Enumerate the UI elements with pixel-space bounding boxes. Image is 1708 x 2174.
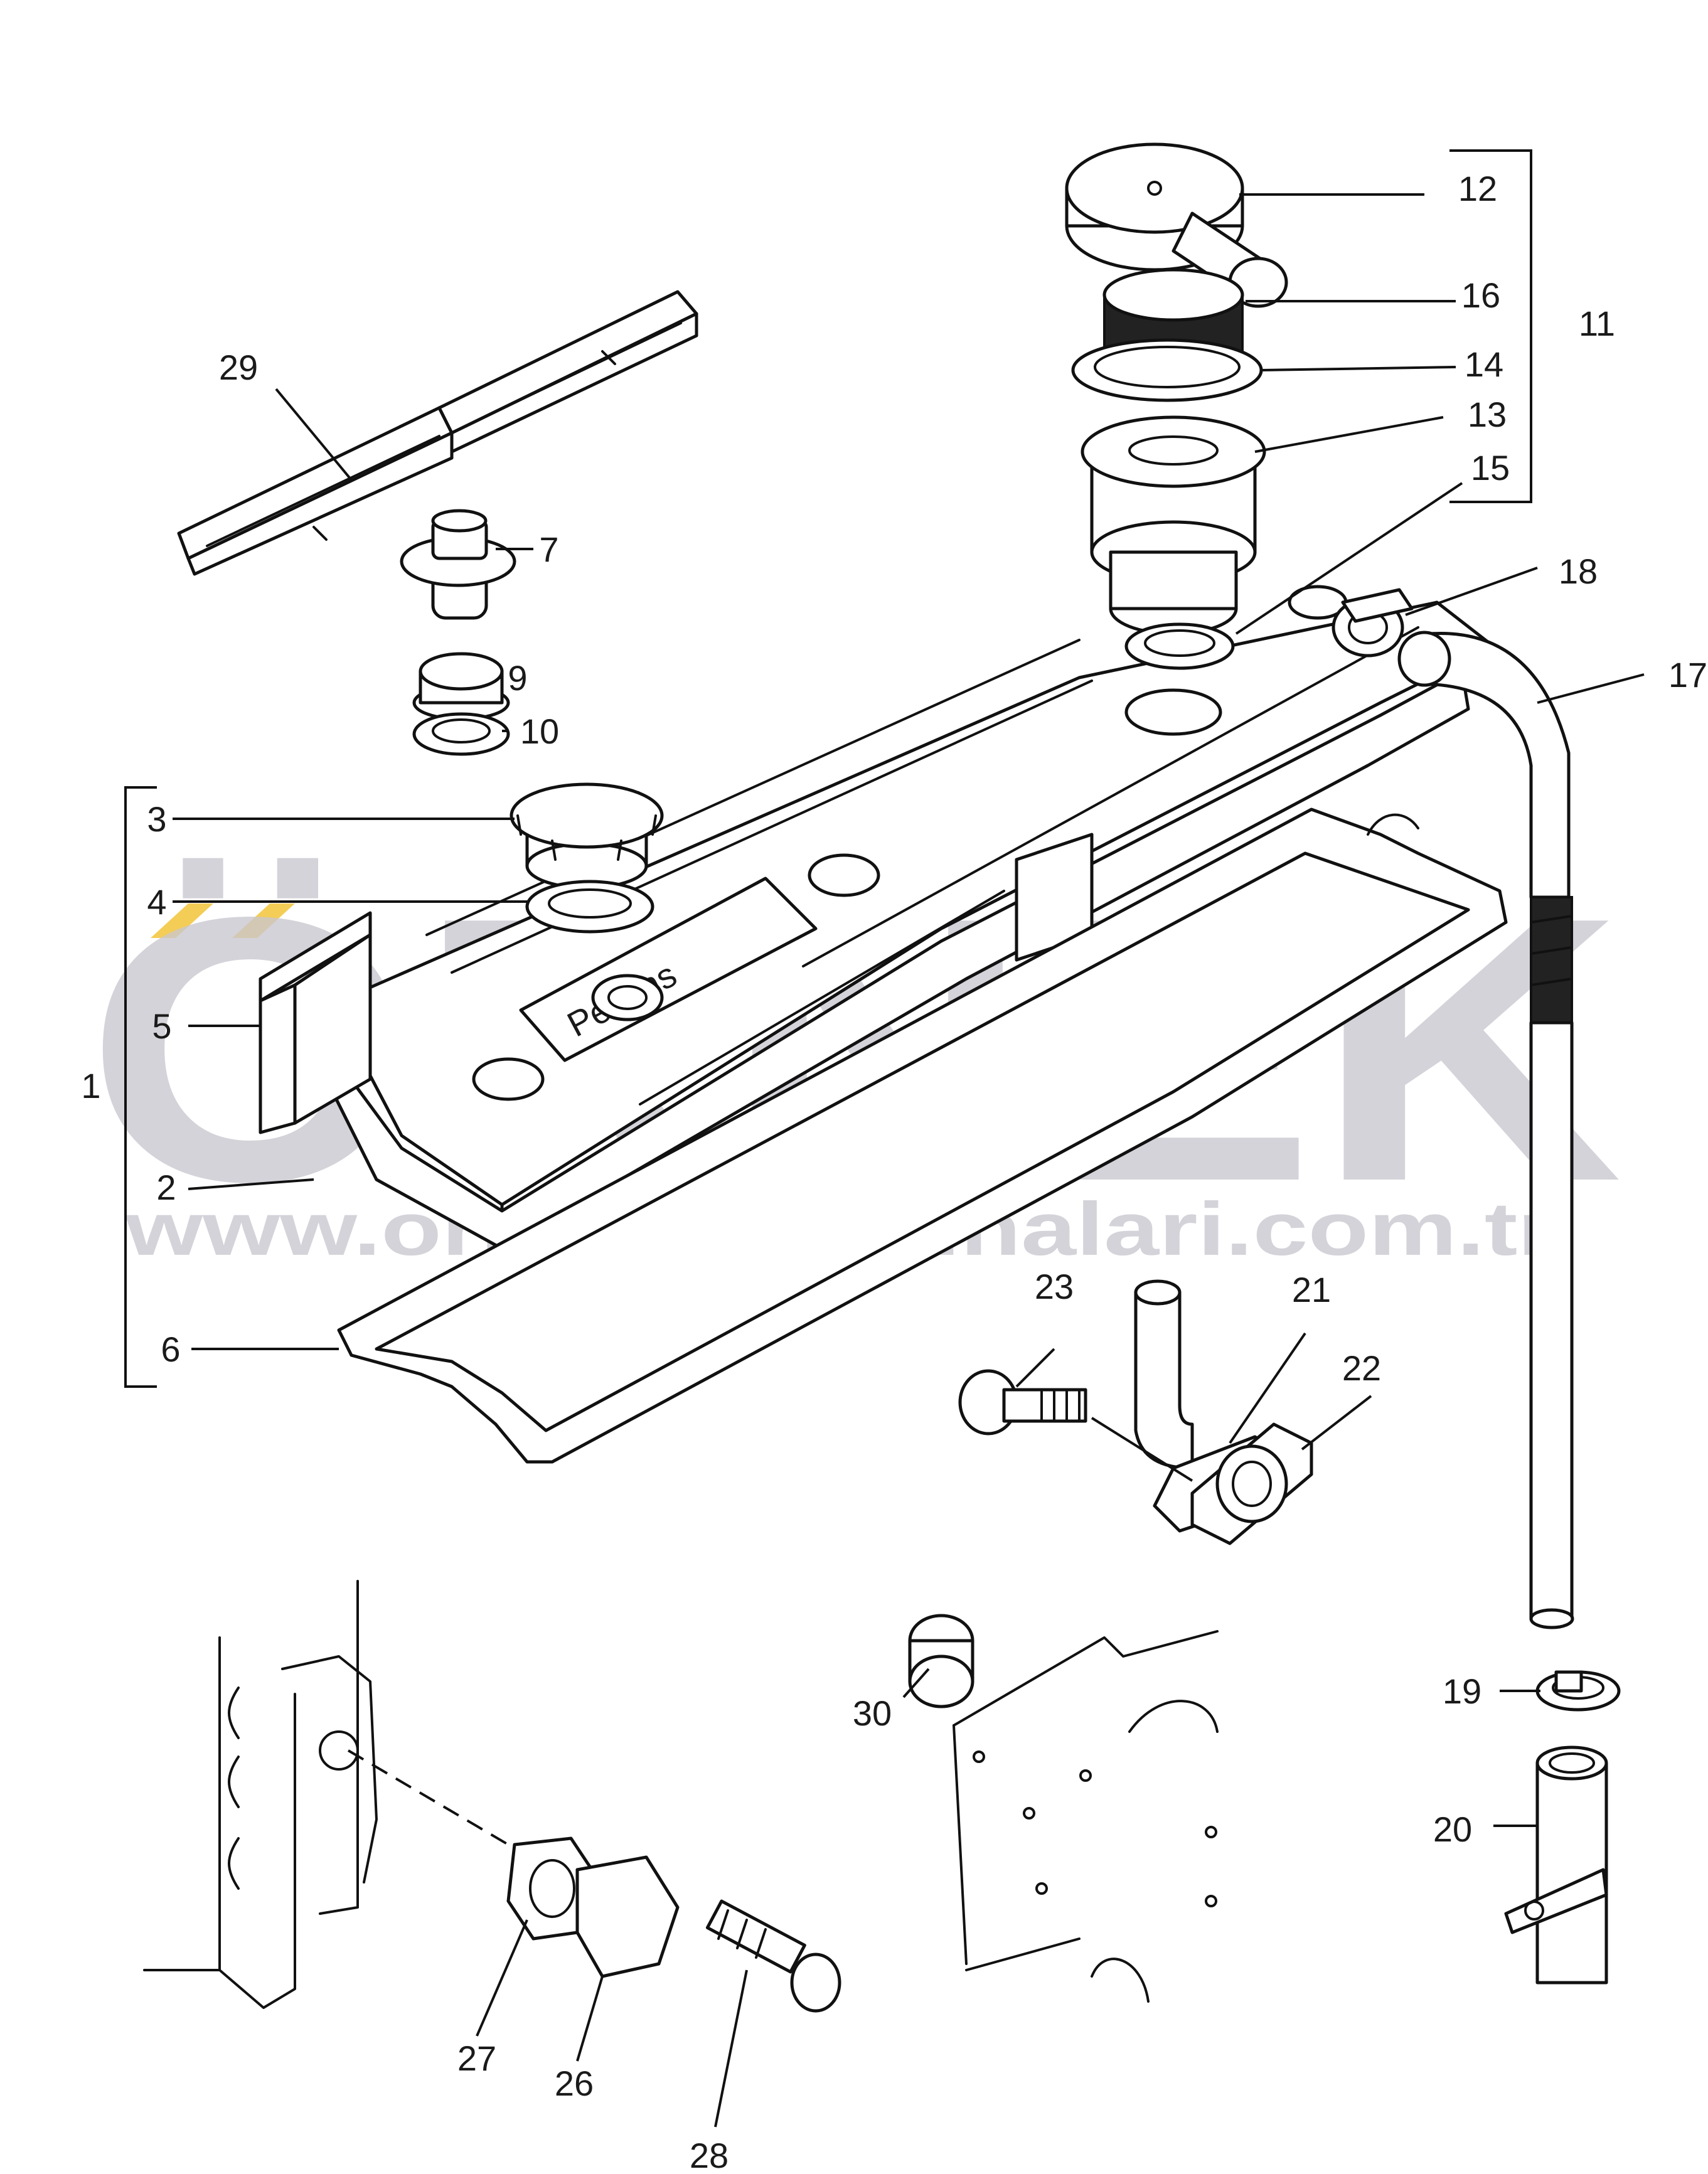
part-28-bolt (705, 1899, 841, 2013)
leader-lines (173, 193, 1645, 2128)
part-12-breather-cap (1065, 142, 1288, 308)
callout-19: 19 (1443, 1671, 1481, 1711)
callout-29: 29 (219, 348, 258, 387)
callout-3: 3 (147, 799, 166, 839)
callout-1: 1 (81, 1066, 100, 1106)
engine-block-left (143, 1580, 378, 2009)
callout-6: 6 (161, 1329, 180, 1369)
callout-21: 21 (1292, 1270, 1331, 1309)
part-13-breather-body (1081, 415, 1266, 636)
callout-9: 9 (508, 658, 527, 698)
callout-11: 11 (1579, 304, 1615, 343)
callout-30: 30 (853, 1693, 892, 1733)
callout-20: 20 (1433, 1809, 1472, 1849)
part-20-pipe-bracket (1504, 1745, 1608, 1985)
part-26-cover-plate (575, 1855, 680, 1978)
callout-18: 18 (1559, 551, 1598, 591)
part-3-filler-cap (510, 782, 664, 890)
part-2-rocker-cover: Perkins (312, 585, 1495, 1250)
part-9-plug (412, 652, 510, 721)
bracket-assembly-1 (124, 786, 157, 1388)
callout-28: 28 (690, 2136, 729, 2174)
callout-5: 5 (152, 1006, 171, 1046)
part-23-bolt (958, 1369, 1193, 1482)
part-14-filter-seal (1071, 338, 1263, 402)
part-18-hose-clamp (1332, 588, 1414, 658)
callout-4: 4 (147, 882, 166, 922)
part-10-washer (412, 712, 510, 756)
callout-7: 7 (539, 530, 558, 569)
callout-12: 12 (1458, 169, 1497, 208)
callout-17: 17 (1668, 655, 1707, 695)
callout-22: 22 (1342, 1348, 1381, 1388)
callout-15: 15 (1471, 448, 1510, 488)
part-22-flange-gasket (1190, 1422, 1313, 1545)
part-4-cap-seal (525, 880, 654, 934)
part-6-gasket (337, 807, 1508, 1464)
part-15-o-ring (1124, 622, 1235, 670)
callout-16: 16 (1461, 275, 1500, 315)
callouts: 1 2 3 4 5 6 7 9 10 11 12 13 14 15 16 17 … (81, 169, 1707, 2174)
callout-14: 14 (1465, 344, 1503, 384)
part-19-clamp (1535, 1670, 1621, 1712)
callout-10: 10 (520, 711, 559, 751)
engine-block-center (953, 1630, 1219, 2003)
part-7-bolt (400, 509, 516, 620)
callout-27: 27 (457, 2038, 496, 2078)
callout-23: 23 (1035, 1267, 1074, 1306)
dash-line-27 (347, 1749, 510, 1846)
watermark-accent-right (232, 903, 295, 938)
part-30-plug (908, 1614, 974, 1708)
bracket-assembly-11 (1449, 149, 1532, 503)
callout-2: 2 (156, 1168, 176, 1207)
part-29-cover-strip (177, 290, 698, 576)
part-5-seal-strip (259, 911, 372, 1134)
callout-26: 26 (555, 2064, 594, 2103)
watermark-accent-left (151, 903, 213, 938)
part-17-breather-hose (1397, 631, 1574, 1629)
callout-13: 13 (1468, 395, 1507, 434)
